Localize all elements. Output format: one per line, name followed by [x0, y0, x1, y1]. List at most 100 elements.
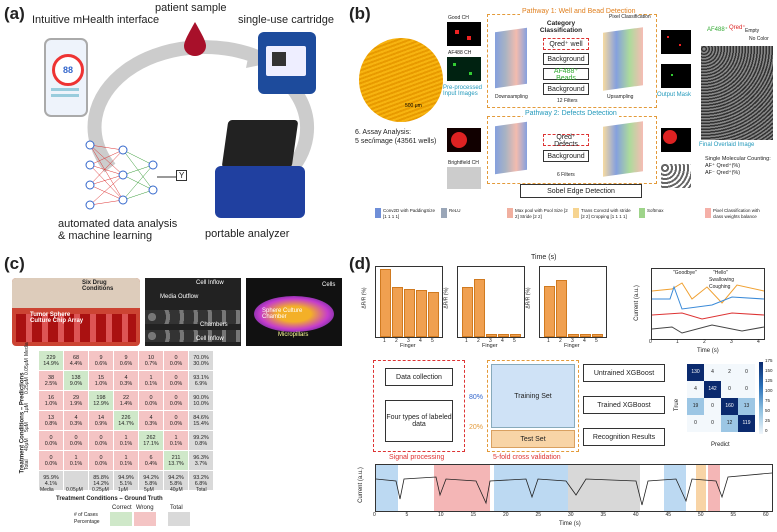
finger-tick: 5 — [431, 338, 434, 344]
cm-row: 0 0.0%1 0.1%0 0.0%1 0.1%6 0.4%211 13.7%9… — [38, 450, 214, 471]
xgb-cm-cell: 0 — [704, 415, 721, 432]
brightfield-ch-label: Brightfield CH — [448, 160, 479, 166]
cm-row-label: 1μM — [24, 403, 30, 413]
y-output-box: Y — [176, 170, 188, 181]
finger-bar — [404, 288, 415, 337]
xgb-cm-cell: 0 — [687, 415, 704, 432]
media-outflow-label: Media Outflow — [160, 294, 199, 300]
xgb-cm-cell: 130 — [687, 364, 704, 381]
cm-cell: 9 0.6% — [113, 350, 139, 371]
goodbye-label: "Goodbye" — [673, 270, 697, 276]
time-tick: 15 — [470, 512, 477, 518]
filters6-label: 6 Filters — [557, 172, 575, 178]
finger-axis-label: Finger — [564, 343, 580, 349]
sphere-chamber-label: Sphere Culture Chamber — [262, 308, 303, 320]
finger-bar — [428, 291, 439, 337]
legend-swatch — [507, 208, 513, 218]
sphere-chamber-3d — [246, 278, 342, 346]
cm-cell: 10 0.7% — [138, 350, 164, 371]
xgb-cm-cell: 119 — [738, 415, 755, 432]
cm-col-label: 5μM — [144, 487, 154, 493]
finger-bar — [568, 333, 579, 337]
pct20-label: 20% — [469, 424, 484, 431]
cm-col-label: Total — [196, 487, 207, 493]
background-box-3: Background — [543, 150, 589, 162]
finger-tick: 4 — [501, 338, 504, 344]
cm-row-label: 40μM — [24, 438, 30, 451]
legend-label: Conv2D with PaddingSize [1 1 1 1] — [383, 208, 436, 219]
legend-label: Trans Conv2d with stride [2 2] Cropping … — [581, 208, 631, 219]
colorbar-tick: 125 — [765, 378, 773, 383]
cm-cell: 6 0.4% — [138, 450, 164, 471]
cm-row: 38 2.5%138 9.0%15 1.0%4 0.3%1 0.1%0 0.0%… — [38, 370, 214, 391]
untrained-box: Untrained XGBoost — [583, 364, 665, 382]
finger-tick: 5 — [595, 338, 598, 344]
downsampling-label: Downsampling — [495, 94, 528, 100]
colorbar-tick: 100 — [765, 388, 773, 393]
colorbar-tick: 150 — [765, 368, 773, 373]
time-tick: 3 — [730, 339, 733, 345]
blood-drop-icon — [184, 22, 206, 56]
finger-bar — [498, 333, 509, 337]
colorbar-tick: 175 — [765, 358, 773, 363]
cm-cell: 90.0% 10.0% — [188, 390, 214, 411]
xgb-cm-cell: 0 — [738, 381, 755, 398]
cartridge-image — [258, 32, 316, 94]
pct80-label: 80% — [469, 394, 484, 401]
panel-c: (c) Six Drug Conditions Tumor Sphere Cul… — [0, 250, 345, 532]
finger-axis-label: Finger — [482, 343, 498, 349]
legend-label: Softmax — [647, 208, 664, 213]
cm-row: 95.9% 4.1%85.8% 14.2%94.9% 5.1%94.2% 5.8… — [38, 470, 214, 491]
six-drug-label: Six Drug Conditions — [82, 280, 114, 292]
xgb-cm-cell: 19 — [687, 398, 704, 415]
single-molecule-label: Single Molecular Counting: AF⁺ Qred⁺(%) … — [705, 156, 771, 176]
key-wrong: Wrong — [136, 505, 154, 511]
time-tick: 20 — [503, 512, 509, 518]
qred-defects-box: Qred⁺ Defects — [543, 134, 589, 148]
cm-row-label: 5μM — [24, 422, 30, 432]
output-mask-1 — [661, 30, 691, 54]
micropillars-label: Micropillars — [278, 332, 309, 338]
finger-tick: 4 — [419, 338, 422, 344]
brightfield-ch-image — [447, 167, 481, 189]
legend-item: Max pool with Pool Size [2 2] Stride [2 … — [507, 208, 571, 219]
qred-pos-label: Qred⁺ — [729, 25, 746, 31]
finger-bar — [392, 287, 403, 337]
finger-tick: 3 — [571, 338, 574, 344]
upsampling-label: Upsampling — [607, 94, 634, 100]
af488-ch-label: AF488 CH — [448, 50, 472, 56]
time-tick: 5 — [405, 512, 409, 518]
cm-cell: 16 1.0% — [38, 390, 64, 411]
af488-pos-label: AF488⁺ — [707, 27, 728, 33]
colorbar-tick: 0 — [765, 428, 768, 433]
xgb-cm-cell: 0 — [721, 381, 738, 398]
phone-gauge: 88 — [52, 54, 84, 86]
cm-cell: 94.2% 5.8% — [163, 470, 189, 491]
cm-cell: 211 13.7% — [163, 450, 189, 471]
cm-cell: 15 1.0% — [88, 370, 114, 391]
cm-cell: 198 12.9% — [88, 390, 114, 411]
cm-cell: 262 17.1% — [138, 430, 164, 451]
cm-row-label: 0.05μM — [24, 358, 30, 375]
cm-cell: 1 0.1% — [113, 430, 139, 451]
finger-tick: 5 — [513, 338, 516, 344]
time-tick: 4 — [757, 339, 760, 345]
cv-box — [487, 360, 579, 452]
final-overlaid-label: Final Overlaid Image — [699, 142, 755, 148]
good-ch-label: Good CH — [448, 15, 469, 21]
pathway1-title: Pathway 1: Well and Bead Detection — [520, 8, 638, 15]
cm-key: # of Cases Percentage Correct Wrong Tota… — [74, 505, 204, 528]
data-collection-box: Data collection — [385, 368, 453, 386]
cm-cell: 95.9% 4.1% — [38, 470, 64, 491]
cm-cell: 4 0.3% — [113, 370, 139, 391]
finger-tick: 2 — [477, 338, 480, 344]
current-ylabel: Current (a.u.) — [633, 285, 640, 321]
phone-image: 88 — [44, 38, 88, 117]
cm-cell: 93.1% 6.9% — [188, 370, 214, 391]
good-ch-image — [447, 22, 481, 46]
cm-row: 13 0.8%4 0.3%14 0.9%226 14.7%4 0.3%0 0.0… — [38, 410, 214, 431]
finger-bar — [556, 280, 567, 337]
current-plot — [651, 268, 765, 340]
